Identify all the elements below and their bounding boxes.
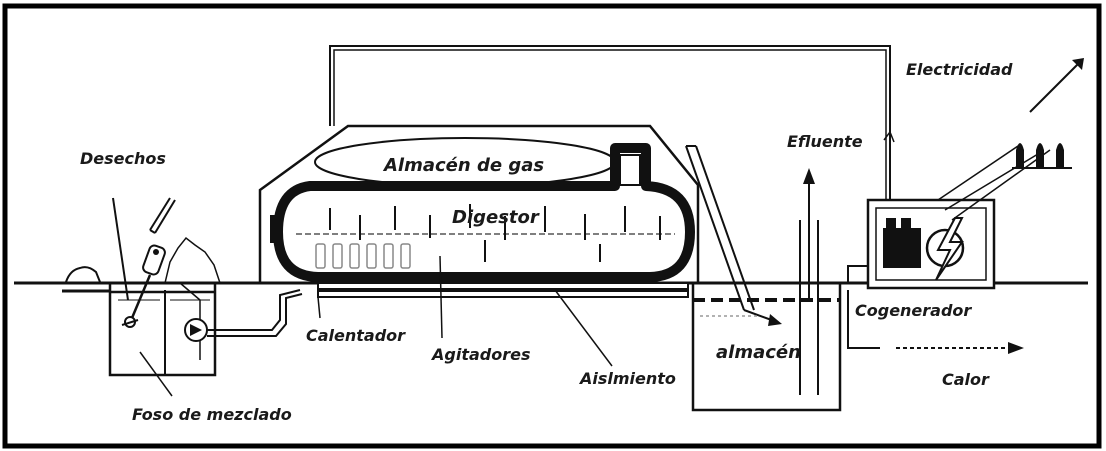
waste-pile-icon	[65, 266, 101, 283]
rock-pile-icon	[164, 236, 221, 284]
label-aislamiento: Aislmiento	[578, 369, 676, 388]
label-almacen: almacén	[716, 342, 801, 363]
generator-icon	[925, 217, 965, 281]
label-calentador: Calentador	[306, 326, 406, 345]
cogenerator	[847, 198, 1024, 354]
label-cogenerador: Cogenerador	[855, 301, 972, 320]
mixer-icon	[121, 244, 166, 328]
gas-pipe	[329, 45, 891, 200]
effluent-chute	[685, 145, 782, 326]
pump-icon	[184, 318, 208, 342]
label-foso: Foso de mezclado	[132, 405, 292, 424]
digester-tank	[273, 143, 695, 282]
digester-building	[258, 124, 700, 298]
label-digestor: Digestor	[452, 207, 540, 228]
electricity-arrow	[1029, 61, 1081, 113]
heater-coils	[315, 243, 411, 269]
label-agitadores: Agitadores	[430, 345, 530, 364]
power-pylon-icon	[1012, 143, 1072, 169]
mixing-pit	[65, 197, 221, 377]
feed-pipe	[207, 289, 301, 331]
electricity-lines	[937, 58, 1084, 221]
label-almacen-gas: Almacén de gas	[382, 155, 544, 176]
storage-tank	[691, 168, 842, 412]
label-calor: Calor	[942, 370, 990, 389]
label-efluente: Efluente	[787, 132, 863, 151]
label-desechos: Desechos	[80, 149, 166, 168]
engine-icon	[883, 218, 921, 268]
label-electricidad: Electricidad	[906, 60, 1013, 79]
diagram-frame	[2, 3, 1102, 449]
